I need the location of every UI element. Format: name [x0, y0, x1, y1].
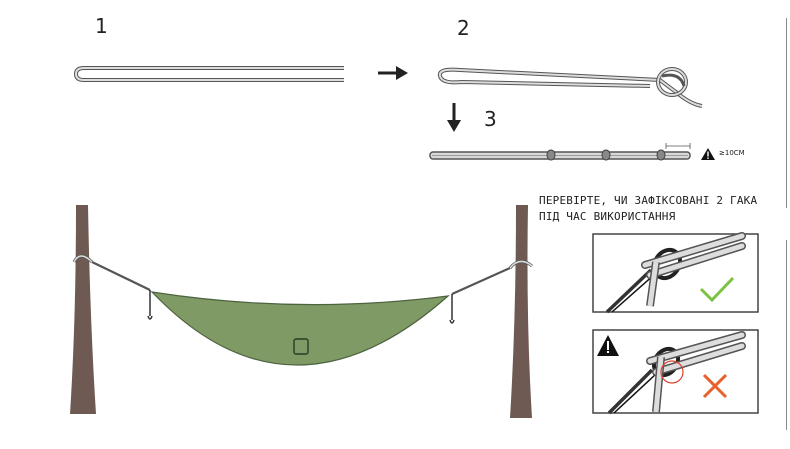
- step-3-number: 3: [484, 107, 497, 131]
- warning-icon: [701, 148, 715, 160]
- step-1-strap: [73, 66, 344, 82]
- page-edge: [786, 18, 788, 430]
- hook-warning-text: ПЕРЕВІРТЕ, ЧИ ЗАФІКСОВАНІ 2 ГАКА ПІД ЧАС…: [539, 193, 769, 225]
- left-hook: [147, 290, 153, 320]
- hammock: [150, 291, 450, 366]
- check-icon: [699, 276, 735, 303]
- left-tree: [70, 205, 96, 414]
- left-tree-strap: [72, 254, 151, 291]
- incorrect-hook-panel: [592, 329, 759, 415]
- cross-icon: [702, 373, 728, 399]
- right-hook: [449, 294, 455, 324]
- step-2-strap: [437, 67, 703, 108]
- step-2-number: 2: [457, 16, 470, 40]
- warning-icon: [597, 335, 619, 356]
- step-3-strap: [429, 143, 691, 161]
- min-distance-label: ≥10CM: [719, 149, 745, 157]
- arrow-down-icon: [447, 103, 461, 132]
- arrow-right-icon: [378, 66, 408, 80]
- right-tree: [510, 205, 532, 418]
- incorrect-hook-illustration: [607, 331, 746, 415]
- right-tree-strap: [451, 260, 533, 296]
- hook-warning-line-2: ПІД ЧАС ВИКОРИСТАННЯ: [539, 210, 676, 223]
- step-1-number: 1: [95, 14, 108, 38]
- hook-warning-line-1: ПЕРЕВІРТЕ, ЧИ ЗАФІКСОВАНІ 2 ГАКА: [539, 194, 758, 207]
- correct-hook-panel: [592, 232, 759, 314]
- correct-hook-illustration: [605, 232, 746, 314]
